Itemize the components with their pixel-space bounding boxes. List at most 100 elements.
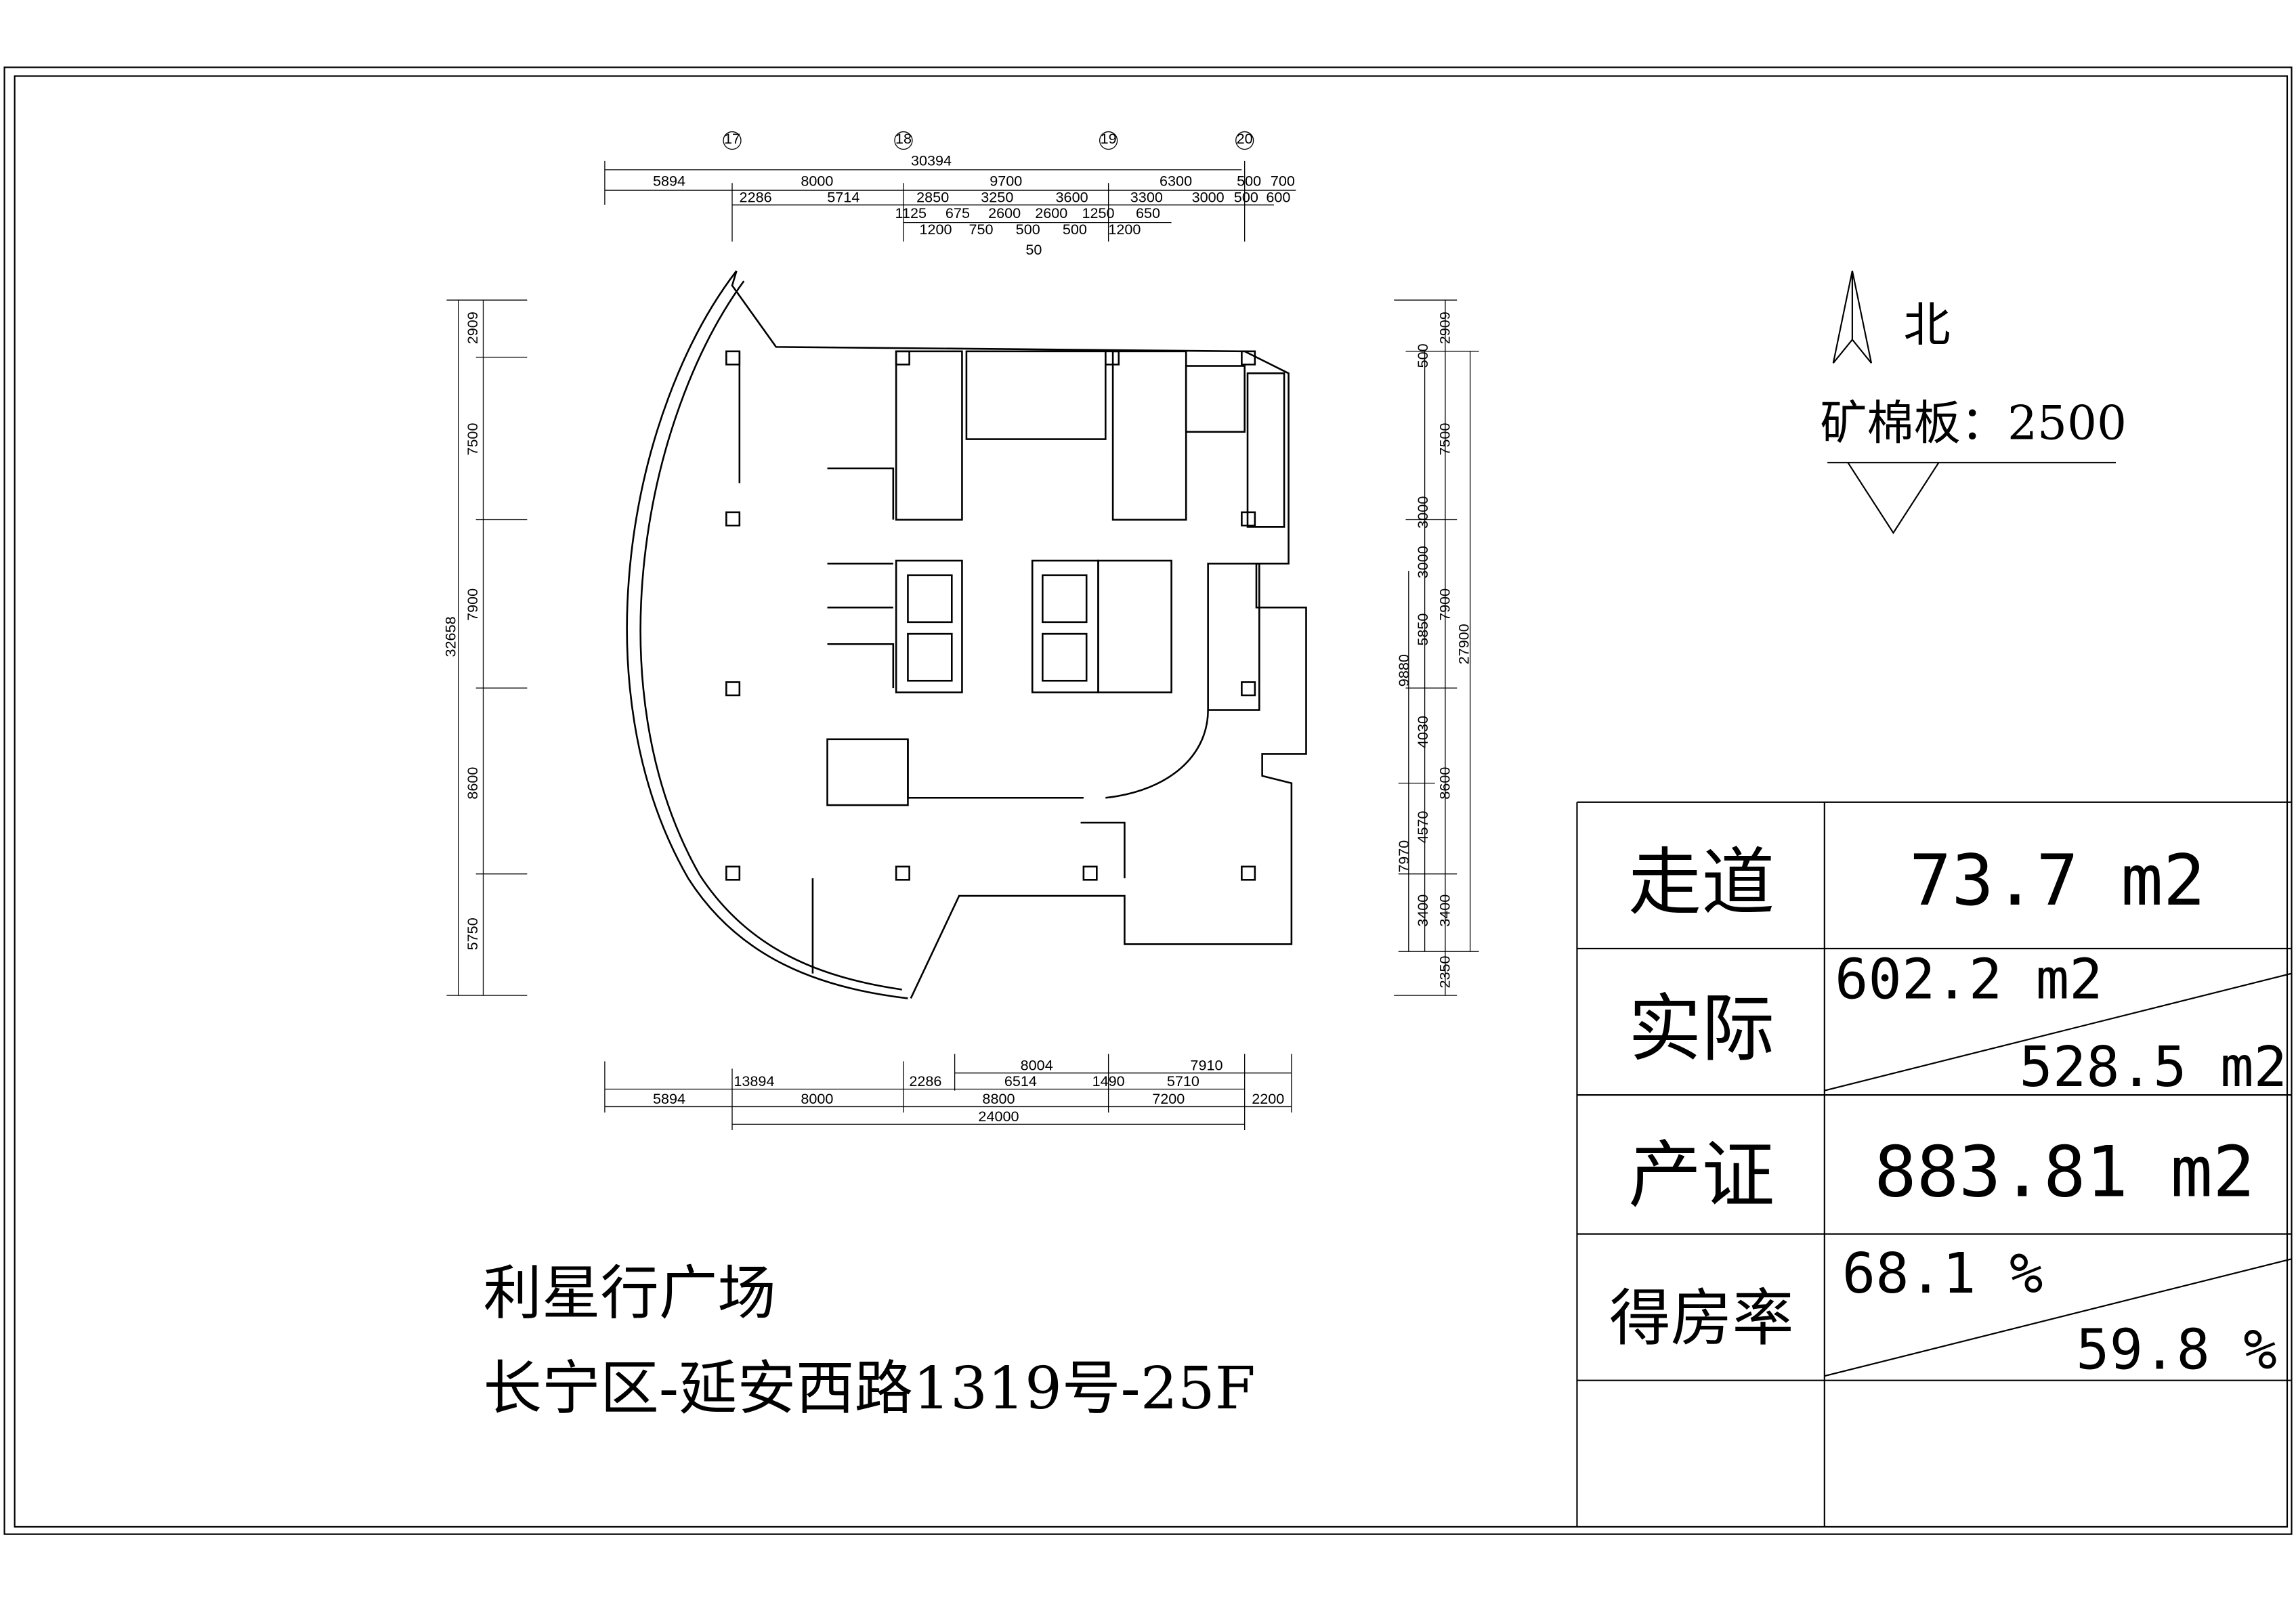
row-value: 883.81 m2 (1874, 1131, 2255, 1213)
interior-wall (827, 467, 895, 520)
interior-wall (1080, 821, 1126, 879)
axis-label: 20 (1237, 130, 1253, 147)
north-label: 北 (1904, 299, 1951, 353)
dim-label: 600 (1266, 188, 1290, 205)
dim-label: 5714 (827, 188, 859, 205)
elevator-left-1 (907, 574, 953, 624)
structural-columns (725, 350, 1256, 881)
ceiling-note: 矿棉板：2500 (1820, 397, 2127, 451)
dim-label: 500 (1237, 173, 1261, 190)
dim-label: 2200 (1252, 1090, 1284, 1107)
row-label: 产证 (1628, 1133, 1774, 1218)
dim-label: 3600 (1056, 188, 1088, 205)
dim-label: 7900 (464, 588, 481, 621)
dim-label: 2600 (1035, 204, 1067, 221)
row-value-net: 528.5 m2 (2019, 1035, 2287, 1100)
dim-label: 6514 (1004, 1073, 1037, 1089)
left-dimensions (446, 299, 528, 996)
dim-label: 7910 (1190, 1056, 1223, 1073)
dim-label: 5850 (1414, 613, 1431, 646)
interior-wall (907, 739, 1084, 799)
row-label: 得房率 (1609, 1283, 1793, 1354)
stair-core-right (1111, 350, 1187, 521)
freight-lift (1185, 365, 1246, 433)
dim-label: 8004 (1021, 1056, 1053, 1073)
project-title: 利星行广场 (483, 1259, 775, 1327)
dim-label: 9700 (990, 173, 1022, 190)
dim-label: 675 (945, 204, 970, 221)
dim-label: 700 (1271, 173, 1295, 190)
dim-label: 50 (1025, 241, 1042, 258)
curtain-wall-curve-inner (639, 280, 902, 991)
row-value: 73.7 m2 (1909, 840, 2205, 922)
dim-label: 3400 (1436, 894, 1453, 927)
curved-wall (1105, 710, 1209, 799)
dim-right-overall: 27900 (1455, 624, 1472, 664)
dim-label: 650 (1136, 204, 1160, 221)
dim-label: 7500 (1436, 423, 1453, 456)
dim-label: 2850 (916, 188, 949, 205)
dim-label: 750 (969, 221, 994, 238)
dim-label: 2909 (1436, 311, 1453, 344)
area-row-actual: 实际 602.2 m2 528.5 m2 (1628, 947, 2287, 1100)
dim-label: 1200 (1108, 221, 1141, 238)
dim-left-overall: 32658 (442, 616, 459, 657)
right-dimensions (1394, 299, 1479, 996)
building-outline (731, 270, 1307, 999)
dim-label: 1490 (1092, 1073, 1125, 1089)
dim-label: 5750 (464, 917, 481, 950)
elevator-left-2 (907, 632, 953, 682)
bottom-dimensions (604, 1054, 1292, 1131)
room (1097, 559, 1172, 693)
dim-label: 3000 (1414, 546, 1431, 578)
room (1207, 563, 1260, 711)
outer-frame (3, 66, 2293, 1535)
dim-label: 500 (1063, 221, 1087, 238)
dim-bottom-overall: 24000 (978, 1108, 1019, 1125)
dim-label: 3000 (1192, 188, 1225, 205)
dim-label: 8800 (982, 1090, 1015, 1107)
area-row-corridor: 走道 73.7 m2 (1628, 840, 2205, 925)
row-label: 走道 (1628, 840, 1774, 925)
elevator-bank-left (895, 559, 963, 693)
dim-label: 500 (1234, 188, 1258, 205)
toilet-block (965, 350, 1107, 440)
dim-label: 2286 (740, 188, 772, 205)
dim-label: 3400 (1414, 894, 1431, 927)
dim-label: 500 (1016, 221, 1040, 238)
elevator-right-1 (1042, 574, 1088, 624)
project-address: 长宁区-延安西路1319号-25F (483, 1355, 1255, 1423)
dim-label: 2350 (1436, 955, 1453, 988)
dim-label: 1125 (895, 204, 927, 221)
curtain-wall-curve (626, 270, 908, 999)
row-value-net: 59.8 % (2076, 1318, 2277, 1382)
dim-label: 5710 (1167, 1073, 1199, 1089)
dim-label: 3250 (981, 188, 1013, 205)
axis-label: 18 (895, 130, 912, 147)
row-value-gross: 68.1 % (1842, 1242, 2043, 1306)
area-table (1576, 801, 2292, 1527)
dim-label: 2909 (464, 311, 481, 344)
top-dimensions (604, 131, 1296, 242)
dim-label: 8600 (464, 767, 481, 800)
dim-label: 4030 (1414, 716, 1431, 748)
axis-label: 17 (724, 130, 740, 147)
dim-label: 7200 (1152, 1090, 1185, 1107)
stair-core-left (895, 350, 963, 521)
level-symbol-icon (1827, 462, 2117, 534)
interior-wall (827, 643, 895, 689)
dim-label: 13894 (734, 1073, 774, 1089)
shaft (1246, 372, 1285, 528)
dim-label: 2286 (909, 1073, 941, 1089)
dim-label: 3000 (1414, 496, 1431, 529)
dim-label: 500 (1414, 343, 1431, 368)
dim-label: 7970 (1395, 840, 1412, 873)
floor-plan (626, 270, 1307, 999)
room (826, 738, 909, 806)
dim-label: 2600 (988, 204, 1021, 221)
axis-label: 19 (1101, 130, 1117, 147)
row-label: 实际 (1628, 987, 1774, 1072)
area-row-efficiency: 得房率 68.1 % 59.8 % (1609, 1242, 2277, 1382)
dim-label: 5894 (653, 1090, 685, 1107)
